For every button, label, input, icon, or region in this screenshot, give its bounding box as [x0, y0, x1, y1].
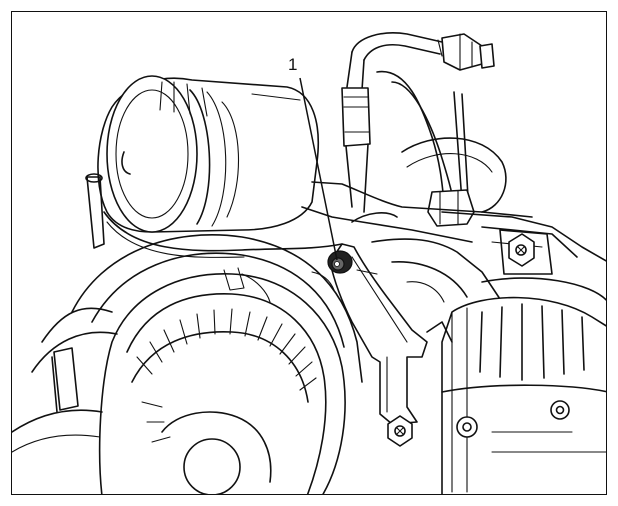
left-pipe: [85, 173, 343, 258]
engine-block: [301, 181, 606, 303]
bolt-upper-right: [499, 229, 553, 275]
bolt-lower-bracket: [387, 415, 413, 447]
misc-details: [311, 212, 453, 343]
engine-line-drawing: [12, 32, 606, 494]
front-pulley: [71, 234, 363, 494]
callout-number: 1: [288, 55, 298, 74]
right-fitting: [401, 137, 507, 227]
filter-housing: [97, 75, 319, 233]
upper-pipe: [341, 32, 495, 213]
callout-leader: [299, 77, 338, 261]
illustration-frame: 1: [11, 11, 607, 495]
right-unit: [441, 277, 606, 494]
callout-bolt: [327, 250, 353, 274]
drive-belt: [12, 307, 118, 453]
